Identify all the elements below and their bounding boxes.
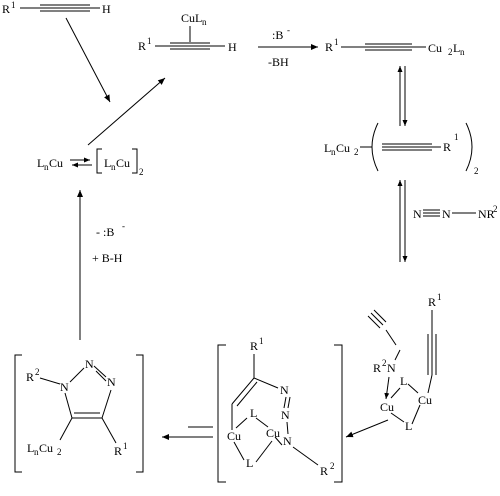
- copper-triazolide: N N N R 2 R 1 L n Cu 2: [14, 354, 144, 473]
- arrow-alkyne-to-complex: [65, 17, 111, 103]
- lncu-label: L: [37, 156, 44, 170]
- r1-superscript: 1: [11, 0, 16, 10]
- r2n-label: R: [373, 361, 381, 375]
- r1-label: R: [428, 295, 436, 309]
- r1-label: R: [138, 39, 146, 53]
- n-label: N: [413, 207, 422, 221]
- l-label: L: [246, 456, 253, 470]
- azide-dicopper-complex: R 1 Cu R 2 N Cu L L: [367, 292, 442, 433]
- svg-text:2: 2: [330, 461, 335, 471]
- n3-label: N: [107, 375, 116, 389]
- svg-text:n: n: [111, 162, 116, 172]
- arrow-catalyst-to-complex: [87, 77, 166, 146]
- organic-azide: N N NR 2: [413, 204, 498, 221]
- svg-text:n: n: [44, 162, 49, 172]
- cu-label: Cu: [380, 400, 394, 414]
- arrow-to-metallacycle: [345, 419, 389, 438]
- terminal-alkyne: R 1 H: [2, 0, 111, 16]
- svg-text:-: -: [122, 221, 125, 231]
- r1-label: R: [325, 40, 333, 54]
- n1-label: N: [60, 380, 69, 394]
- copper-acetylide: R 1 Cu 2 L n: [325, 37, 465, 57]
- lncu-dimer-label: L: [104, 156, 111, 170]
- equilibrium-arrows-2: [397, 180, 408, 262]
- base-label: :B: [272, 28, 283, 42]
- l-label: L: [400, 374, 407, 388]
- copper-metallacycle: R 1 Cu N N N R 2 Cu L L: [217, 336, 343, 483]
- minus-bh-label: -BH: [268, 55, 289, 69]
- coordination-arrow: [384, 376, 390, 400]
- minus-base-label: - :B: [96, 225, 114, 239]
- svg-text:2: 2: [448, 47, 453, 57]
- copper-pi-complex: CuL n R 1 H: [138, 11, 237, 54]
- svg-text:2: 2: [139, 167, 144, 177]
- svg-text:n: n: [331, 147, 336, 157]
- cul-label: CuL: [181, 11, 202, 25]
- svg-text:2: 2: [354, 147, 359, 157]
- plus-bh-label: + B-H: [92, 251, 123, 265]
- arrow-to-triazole: [162, 426, 213, 440]
- equilibrium-arrows-1: [397, 66, 408, 126]
- cu-label: Cu: [418, 393, 432, 407]
- svg-text:n: n: [460, 47, 465, 57]
- svg-text:n: n: [202, 17, 207, 27]
- svg-text:2: 2: [57, 447, 62, 457]
- l-label: L: [250, 406, 257, 420]
- n-label: N: [283, 434, 292, 448]
- svg-text:Cu: Cu: [39, 441, 53, 455]
- svg-text:N: N: [387, 361, 396, 375]
- r1-label: R: [114, 444, 122, 458]
- r1-label: R: [443, 140, 451, 154]
- svg-text:Cu: Cu: [49, 156, 63, 170]
- svg-text:Cu: Cu: [116, 156, 130, 170]
- nr2-label: NR: [478, 207, 495, 221]
- cu-label: Cu: [227, 429, 241, 443]
- svg-text:1: 1: [334, 37, 339, 47]
- svg-text:2: 2: [474, 166, 479, 176]
- svg-text:2: 2: [35, 367, 40, 377]
- svg-text:2: 2: [493, 204, 498, 214]
- svg-text:1: 1: [454, 132, 459, 142]
- copper-catalyst-equilibrium: L n Cu L n Cu 2: [37, 148, 144, 177]
- lncu2-label: L: [27, 441, 34, 455]
- h-label: H: [228, 40, 237, 54]
- svg-text:2: 2: [382, 358, 387, 368]
- cu2ln-label: Cu: [428, 41, 442, 55]
- n2-label: N: [85, 357, 94, 371]
- l-label: L: [405, 419, 412, 433]
- r2-label: R: [320, 464, 328, 478]
- n-label: N: [280, 383, 289, 397]
- svg-text:-: -: [287, 25, 290, 35]
- svg-text:1: 1: [437, 292, 442, 302]
- svg-text:1: 1: [147, 36, 152, 46]
- n-label: N: [442, 207, 451, 221]
- svg-text:L: L: [453, 41, 460, 55]
- r2-label: R: [26, 370, 34, 384]
- r1-label: R: [250, 339, 258, 353]
- svg-text:1: 1: [259, 336, 264, 346]
- svg-text:n: n: [34, 447, 39, 457]
- lncu2-label: L: [324, 141, 331, 155]
- cu-label: Cu: [266, 426, 280, 440]
- h-label: H: [102, 2, 111, 16]
- n-label: N: [281, 408, 290, 422]
- svg-text:Cu: Cu: [336, 141, 350, 155]
- acetylide-dimer: L n Cu 2 R 1 2: [324, 122, 479, 176]
- svg-text:1: 1: [123, 441, 128, 451]
- r1-label: R: [2, 2, 10, 16]
